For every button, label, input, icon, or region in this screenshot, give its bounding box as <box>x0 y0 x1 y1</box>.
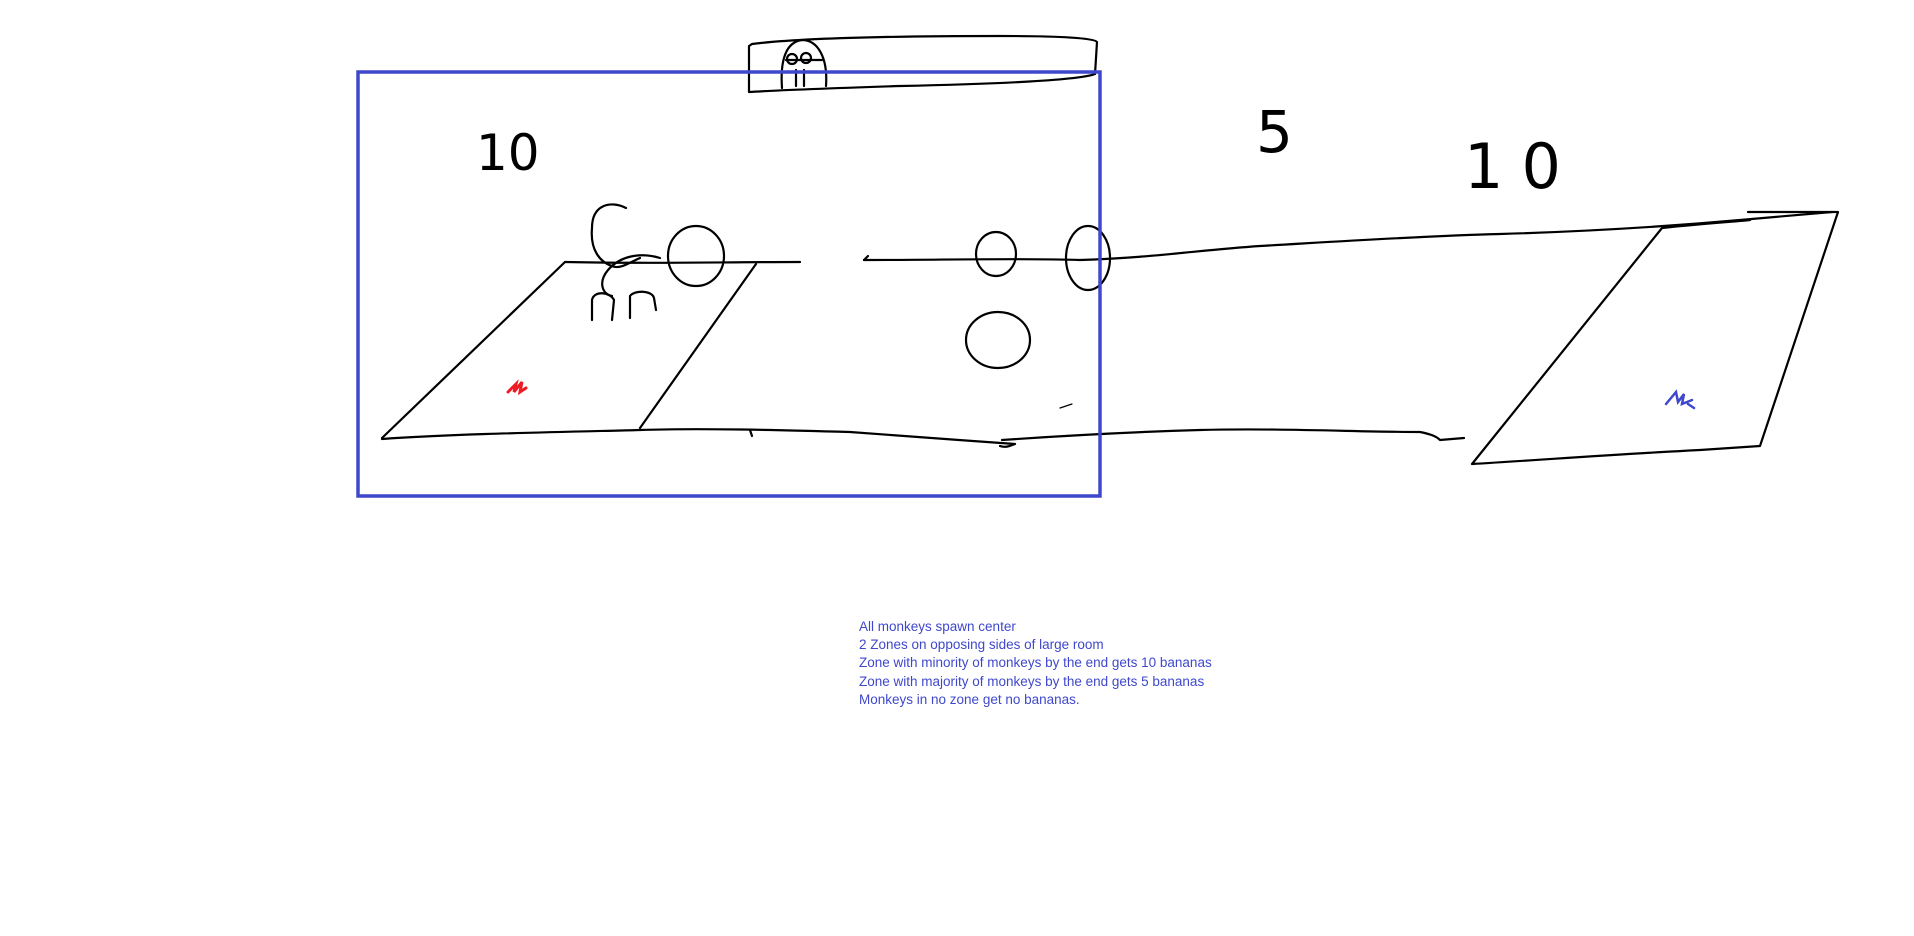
note-line: 2 Zones on opposing sides of large room <box>859 637 1104 653</box>
note-line: All monkeys spawn center <box>859 619 1016 634</box>
red-zone-mark-icon <box>506 379 528 396</box>
right-zone-outline <box>1470 210 1840 466</box>
room-bottom-edge-left <box>380 428 1017 448</box>
room-top-edge <box>563 210 1834 264</box>
room-bottom-edge-right <box>1000 428 1466 442</box>
center-score-label: 5 <box>1256 98 1293 166</box>
note-line: Zone with majority of monkeys by the end… <box>859 673 1205 689</box>
monkey-circles <box>666 224 1112 370</box>
blue-zone-mark-icon <box>1664 389 1696 410</box>
note-line: Monkeys in no zone get no bananas. <box>859 691 1080 707</box>
tick-mark <box>862 254 870 262</box>
top-box-outline <box>747 34 1099 94</box>
selection-box[interactable] <box>356 70 1102 498</box>
tick-mark <box>748 428 754 438</box>
left-score-label: 10 <box>476 124 540 182</box>
left-zone-outline <box>380 260 758 440</box>
tick-mark <box>1059 403 1073 409</box>
skull-icon <box>780 38 828 90</box>
right-score-label: 10 <box>1464 130 1579 203</box>
note-line: Zone with minority of monkeys by the end… <box>859 655 1212 671</box>
monkey-doodle-icon <box>590 203 662 322</box>
rules-notes: All monkeys spawn center 2 Zones on oppo… <box>859 618 1212 709</box>
